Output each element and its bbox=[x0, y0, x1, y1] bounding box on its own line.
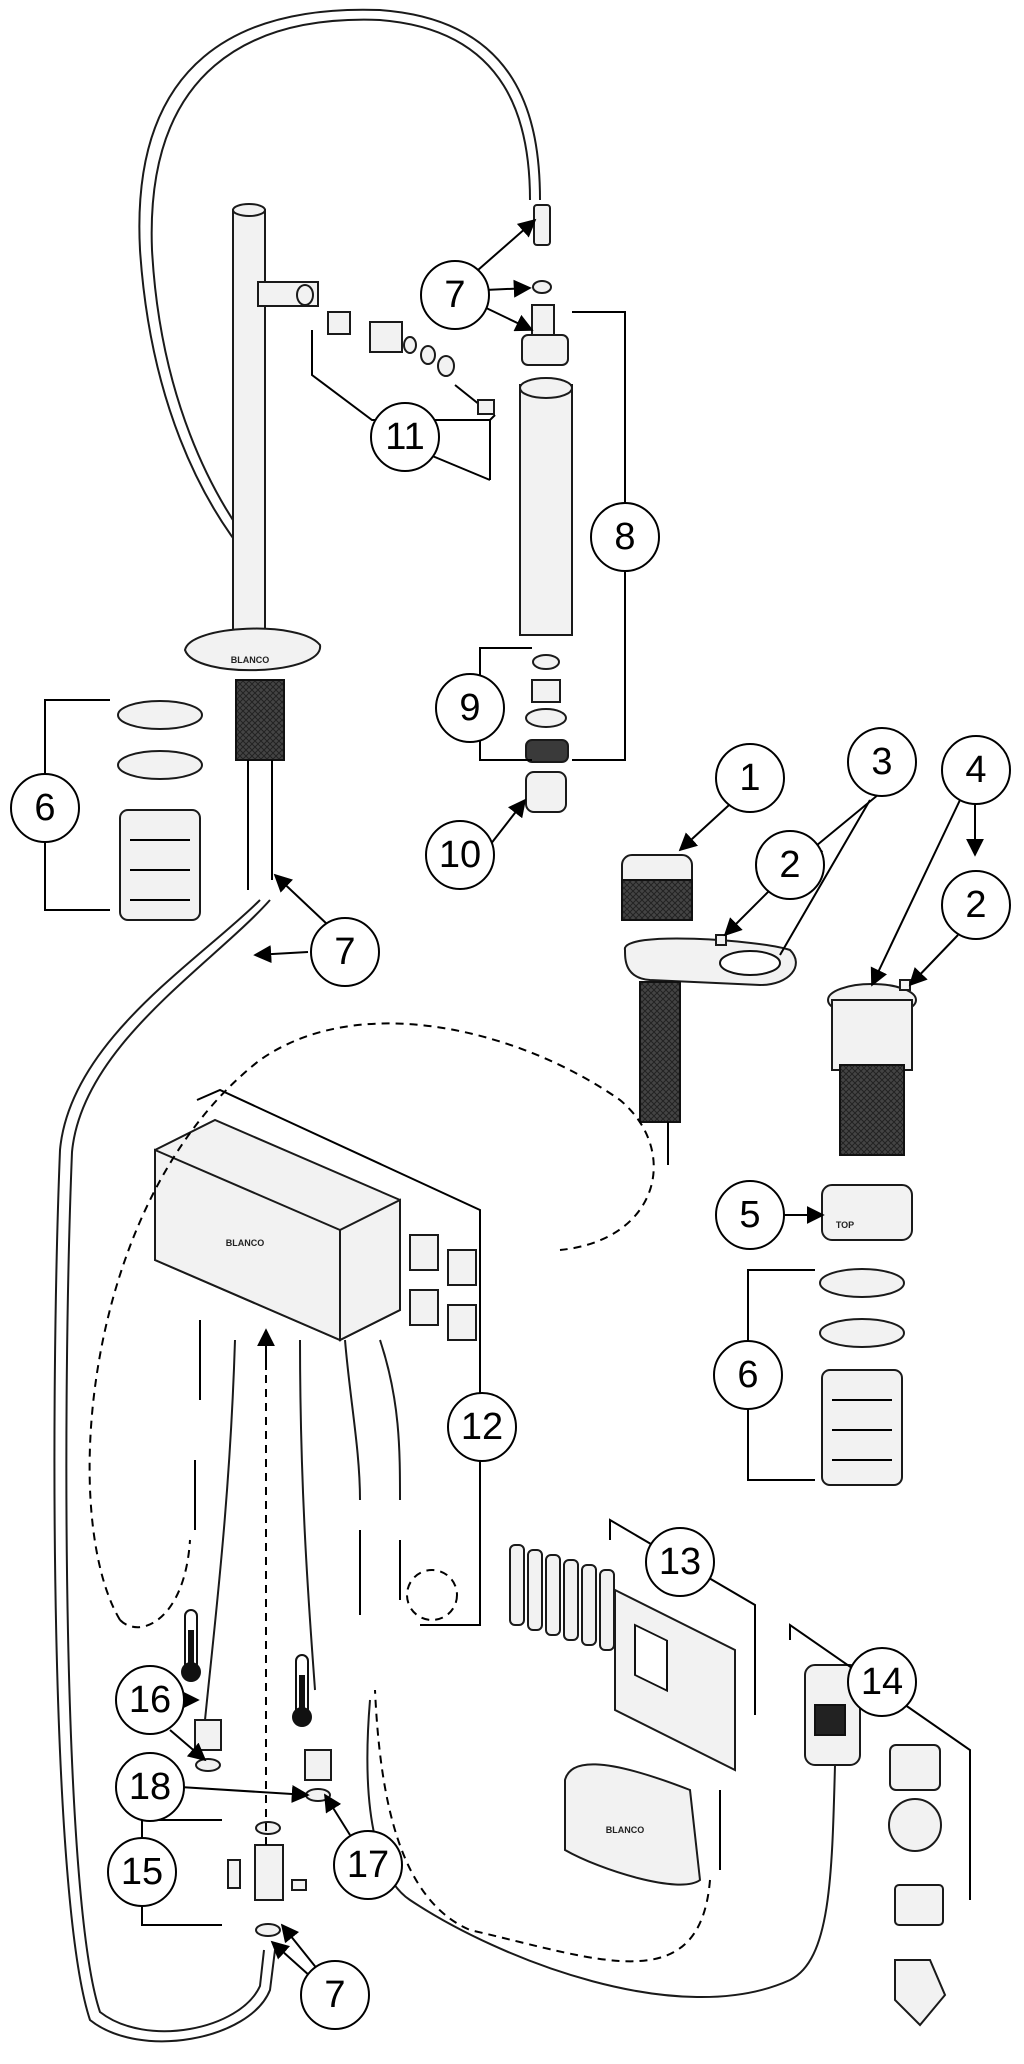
svg-text:4: 4 bbox=[965, 749, 986, 791]
svg-text:9: 9 bbox=[459, 687, 480, 729]
battery-box-brand: BLANCO bbox=[606, 1825, 645, 1835]
faucet-brand-label: BLANCO bbox=[231, 655, 270, 665]
callout-4: 4 bbox=[941, 735, 1011, 805]
svg-text:7: 7 bbox=[444, 274, 465, 316]
callout-1: 1 bbox=[715, 743, 785, 813]
callout-7-top: 7 bbox=[420, 260, 490, 330]
svg-text:2: 2 bbox=[779, 844, 800, 886]
power-supply bbox=[366, 1623, 971, 2027]
callout-7-bottom: 7 bbox=[300, 1960, 370, 2030]
callout-2a: 2 bbox=[755, 830, 825, 900]
svg-text:17: 17 bbox=[347, 1844, 389, 1886]
faucet-column-top bbox=[232, 203, 266, 217]
faucet-base-plate bbox=[183, 627, 322, 672]
faucet-threaded-shank bbox=[235, 679, 285, 761]
control-box: BLANCO bbox=[88, 1022, 655, 1721]
callout-11: 11 bbox=[370, 402, 440, 472]
svg-text:18: 18 bbox=[129, 1766, 171, 1808]
mounting-nut bbox=[119, 809, 201, 921]
svg-text:10: 10 bbox=[439, 834, 481, 876]
inlet-hose bbox=[53, 899, 276, 2043]
svg-text:12: 12 bbox=[461, 1406, 503, 1448]
svg-text:7: 7 bbox=[334, 931, 355, 973]
svg-text:2: 2 bbox=[965, 884, 986, 926]
outlet-assembly bbox=[479, 204, 626, 813]
callouts: 1 2 2 3 4 5 6 6 7 7 7 8 9 10 11 12 13 14… bbox=[10, 260, 1011, 2030]
svg-text:6: 6 bbox=[737, 1354, 758, 1396]
svg-text:8: 8 bbox=[614, 516, 635, 558]
left-mounting-set bbox=[44, 699, 203, 921]
faucet-column bbox=[232, 209, 266, 631]
svg-text:6: 6 bbox=[34, 787, 55, 829]
svg-text:7: 7 bbox=[324, 1974, 345, 2016]
sensor-unit bbox=[621, 854, 797, 1165]
callout-5: 5 bbox=[715, 1180, 785, 1250]
callout-12: 12 bbox=[447, 1392, 517, 1462]
battery-icon bbox=[509, 1544, 615, 1651]
spacer-ring: TOP bbox=[821, 1184, 913, 1241]
callout-10: 10 bbox=[425, 820, 495, 890]
svg-text:16: 16 bbox=[129, 1679, 171, 1721]
battery-box: BLANCO bbox=[374, 1518, 756, 1963]
svg-text:11: 11 bbox=[385, 416, 424, 458]
lever-parts bbox=[296, 284, 496, 481]
thermometer-icon bbox=[181, 1609, 201, 1682]
callout-6-right: 6 bbox=[713, 1340, 783, 1410]
right-mounting-set bbox=[747, 1268, 905, 1486]
callout-14: 14 bbox=[847, 1647, 917, 1717]
callout-13: 13 bbox=[645, 1527, 715, 1597]
spacer-top-label: TOP bbox=[836, 1220, 854, 1230]
spout-tube bbox=[519, 384, 573, 636]
svg-text:1: 1 bbox=[739, 757, 760, 799]
callout-6-left: 6 bbox=[10, 773, 80, 843]
pullout-hose-loop bbox=[138, 8, 541, 561]
gasket-ring-1 bbox=[117, 700, 203, 730]
svg-text:3: 3 bbox=[871, 741, 892, 783]
control-box-brand: BLANCO bbox=[226, 1238, 265, 1248]
svg-text:14: 14 bbox=[861, 1661, 903, 1703]
svg-text:15: 15 bbox=[121, 1851, 163, 1893]
callout-17: 17 bbox=[333, 1830, 403, 1900]
blanking-unit bbox=[827, 979, 917, 1156]
thermometer-icon bbox=[292, 1654, 312, 1727]
fittings bbox=[141, 1328, 332, 1937]
callout-7-mid: 7 bbox=[310, 917, 380, 987]
callout-9: 9 bbox=[435, 673, 505, 743]
pullout-hose-loop-inner bbox=[150, 18, 531, 556]
callout-2b: 2 bbox=[941, 870, 1011, 940]
gasket-ring-2 bbox=[117, 750, 203, 780]
callout-16: 16 bbox=[115, 1665, 185, 1735]
svg-text:5: 5 bbox=[739, 1194, 760, 1236]
callout-8: 8 bbox=[590, 502, 660, 572]
callout-3: 3 bbox=[847, 727, 917, 797]
callout-18: 18 bbox=[115, 1752, 185, 1822]
callout-15: 15 bbox=[107, 1837, 177, 1907]
faucet-group: BLANCO bbox=[138, 8, 541, 890]
svg-text:13: 13 bbox=[659, 1541, 701, 1583]
